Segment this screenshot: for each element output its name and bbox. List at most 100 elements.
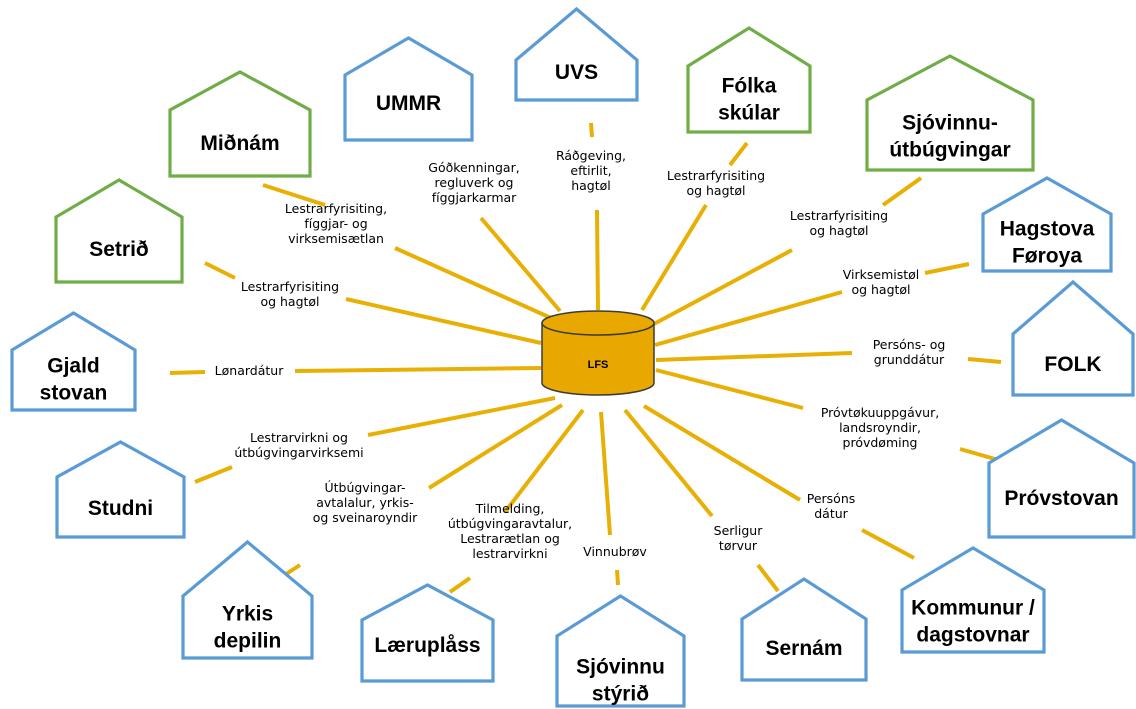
house-label: Sernám bbox=[765, 637, 842, 660]
connector-line-midnam bbox=[262, 183, 326, 207]
house-sjovinnu-styrid: Sjóvinnu stýrið bbox=[555, 594, 686, 708]
connector-label-sjovinnu-styrid: Vinnubrøv bbox=[583, 544, 647, 559]
house-label-line: dagstovnar bbox=[916, 624, 1029, 647]
connector-label-line: Lestrarfyrisiting, bbox=[285, 201, 387, 216]
house-sernam: Sernám bbox=[740, 577, 868, 682]
connector-line-folka-skular bbox=[728, 141, 749, 167]
house-shape bbox=[686, 26, 812, 134]
house-folk: FOLK bbox=[1011, 279, 1135, 397]
connector-label-line: dátur bbox=[814, 506, 848, 521]
house-label: Sjóvinnu-útbúgvingar bbox=[889, 112, 1010, 162]
connector-line-gjaldstovan bbox=[294, 366, 542, 373]
connector-label-uvs: Ráðgeving,eftirlit,hagtøl bbox=[556, 148, 626, 193]
house-shape bbox=[865, 54, 1035, 172]
connector-line-gjaldstovan bbox=[169, 370, 206, 375]
house-label: Studni bbox=[88, 497, 153, 520]
house-shape bbox=[168, 70, 312, 178]
connector-line-kommunur bbox=[861, 528, 915, 560]
connector-label-line: Virksemistøl bbox=[843, 267, 920, 282]
connector-line-setrid bbox=[345, 297, 542, 345]
house-sjovinnu-utbugvingar: Sjóvinnu-útbúgvingar bbox=[865, 54, 1035, 172]
house-shape bbox=[555, 594, 686, 708]
house-label: Miðnám bbox=[200, 132, 279, 155]
connector-label-line: virksemisætlan bbox=[288, 231, 384, 246]
house-label-line: Yrkis bbox=[222, 603, 273, 626]
house-shape bbox=[900, 546, 1046, 654]
connector-line-setrid bbox=[204, 261, 236, 280]
house-studni: Studni bbox=[55, 440, 186, 539]
connector-label-line: Vinnubrøv bbox=[583, 544, 647, 559]
house-label: Setrið bbox=[89, 238, 149, 261]
house-label-line: Studni bbox=[88, 497, 153, 520]
lfs-database: LFS bbox=[541, 310, 655, 396]
connector-label-line: Lestrarfyrisiting bbox=[667, 168, 765, 183]
house-shape bbox=[343, 36, 474, 142]
connector-line-kommunur bbox=[642, 404, 802, 502]
house-label-line: depilin bbox=[214, 630, 282, 653]
house-shape bbox=[981, 176, 1113, 273]
house-label-line: Sjóvinnu bbox=[576, 656, 665, 679]
house-label-line: Setrið bbox=[89, 238, 149, 261]
connector-label-line: útbúgvingarvirksemi bbox=[234, 445, 363, 460]
connector-label-gjaldstovan: Lønardátur bbox=[215, 363, 285, 378]
house-shape bbox=[10, 311, 137, 412]
database-cylinder-body bbox=[541, 322, 655, 396]
house-label-line: Próvstovan bbox=[1004, 487, 1118, 510]
connector-line-hagstova-foroya bbox=[924, 262, 970, 275]
house-yrkis-depilin: Yrkis depilin bbox=[181, 539, 314, 660]
connector-label-line: eftirlit, bbox=[570, 163, 611, 178]
connector-label-line: tørvur bbox=[719, 538, 758, 553]
connector-label-line: grunddátur bbox=[874, 352, 945, 367]
house-label-line: Miðnám bbox=[200, 132, 279, 155]
connector-line-hagstova-foroya bbox=[654, 290, 843, 347]
house-label-line: UVS bbox=[555, 61, 598, 84]
connector-line-studni bbox=[367, 396, 556, 437]
house-label-line: stovan bbox=[40, 382, 108, 405]
connector-line-laeruplass bbox=[503, 408, 585, 514]
house-setrid: Setrið bbox=[54, 178, 184, 284]
connector-label-line: hagtøl bbox=[571, 178, 611, 193]
connector-label-line: regluverk og bbox=[435, 175, 514, 190]
connector-line-sernam bbox=[756, 563, 780, 593]
house-label-line: stýrið bbox=[592, 683, 649, 706]
connector-label-line: Tilmelding, bbox=[475, 501, 545, 516]
connector-label-line: Ráðgeving, bbox=[556, 148, 626, 163]
house-label-line: Fólka bbox=[722, 75, 777, 98]
connector-line-uvs bbox=[589, 122, 594, 138]
connector-line-sjovinnu-styrid bbox=[615, 569, 620, 586]
house-label: UVS bbox=[555, 61, 598, 84]
house-label-line: útbúgvingar bbox=[889, 139, 1010, 162]
house-shape bbox=[55, 440, 186, 539]
house-label: UMMR bbox=[376, 92, 441, 115]
connector-label-line: og hagtøl bbox=[809, 223, 868, 238]
connector-label-line: próvdøming bbox=[843, 435, 918, 450]
connector-label-line: Próvtøkuuppgávur, bbox=[821, 405, 939, 420]
connector-line-sjovinnu-utbugvingar bbox=[651, 248, 793, 327]
connector-line-studni bbox=[194, 465, 233, 484]
house-shape bbox=[54, 178, 184, 284]
connector-label-line: og hagtøl bbox=[686, 183, 745, 198]
house-label: Læruplåss bbox=[374, 634, 480, 657]
house-shape bbox=[740, 577, 868, 682]
house-label-line: Sjóvinnu- bbox=[902, 112, 998, 135]
house-shape bbox=[181, 539, 314, 660]
connector-line-uvs bbox=[595, 209, 600, 311]
connector-line-yrkis-depilin bbox=[427, 403, 564, 490]
house-uvs: UVS bbox=[514, 6, 639, 102]
hub-label: LFS bbox=[588, 359, 609, 371]
